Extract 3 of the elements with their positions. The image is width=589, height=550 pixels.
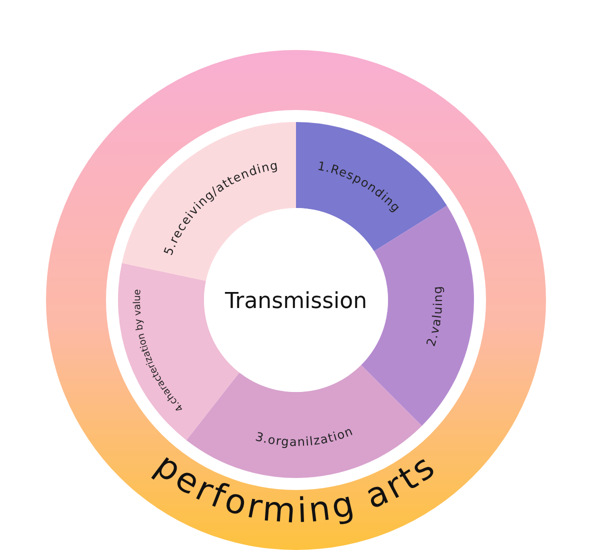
center-label: Transmission xyxy=(224,289,368,314)
segment-label: 3.organilzation xyxy=(254,424,356,450)
outer-ring xyxy=(46,50,546,550)
